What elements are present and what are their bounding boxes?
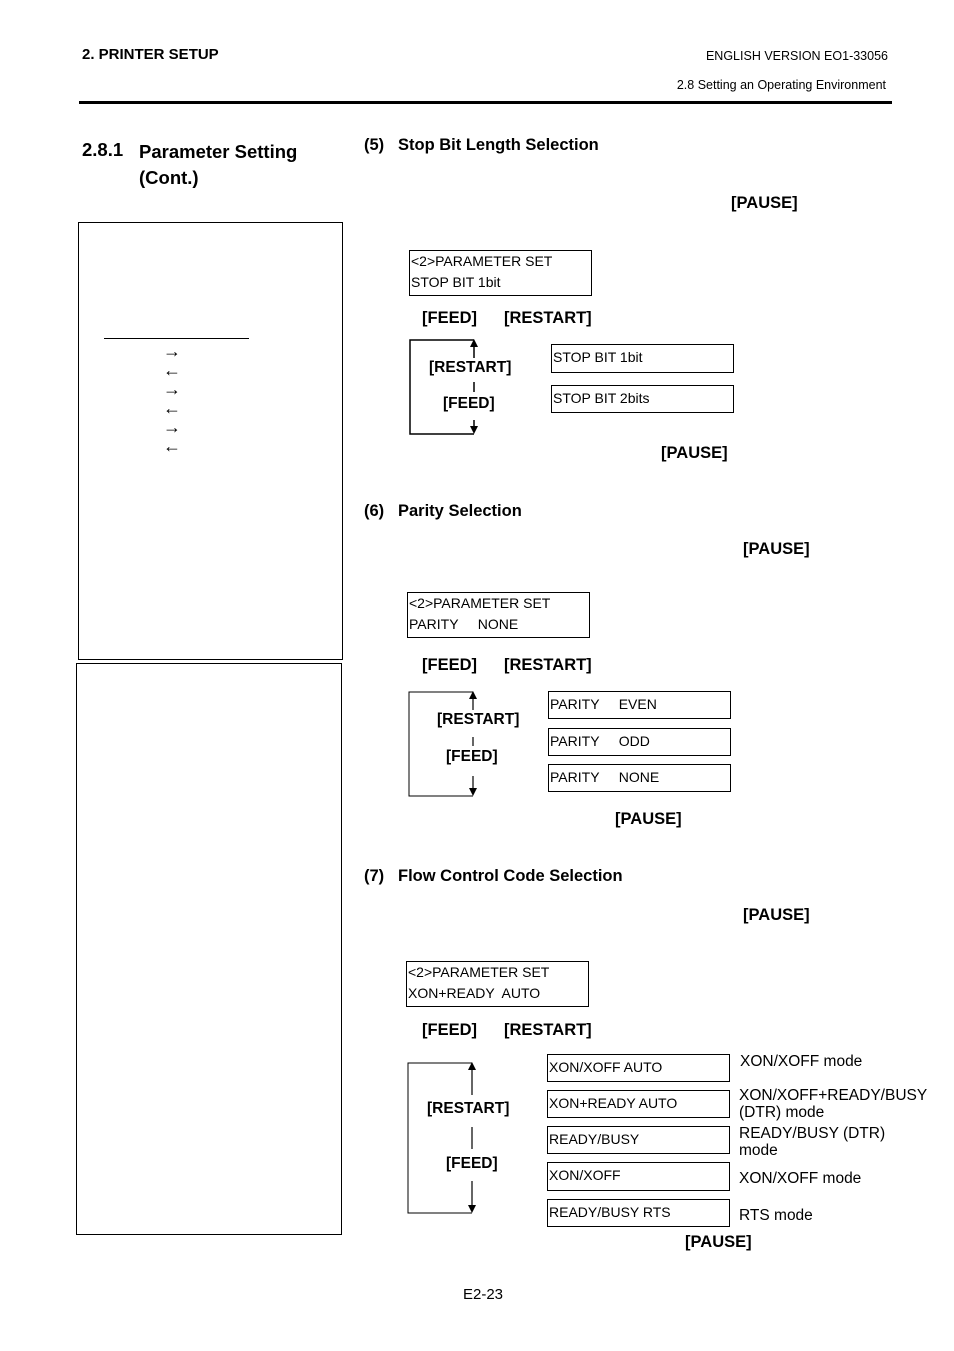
- loop-restart-label: [RESTART]: [427, 1100, 510, 1117]
- feed-key-label: [FEED]: [422, 1021, 477, 1039]
- option-description: READY/BUSY (DTR) mode: [739, 1125, 886, 1159]
- option-xon-xoff-auto: XON/XOFF AUTO: [547, 1054, 730, 1082]
- option-ready-busy-rts: READY/BUSY RTS: [547, 1199, 730, 1227]
- arrow-left-icon: ←: [163, 360, 181, 380]
- lcd-line-2: PARITY NONE: [409, 616, 519, 632]
- version-label: ENGLISH VERSION EO1-33056: [705, 49, 888, 63]
- option-description: XON/XOFF+READY/BUSY (DTR) mode: [739, 1087, 927, 1121]
- note-box-upper: → ← → ← → ←: [78, 222, 343, 660]
- lcd-line-1: <2>PARAMETER SET: [408, 964, 550, 980]
- chapter-title: 2. PRINTER SETUP: [82, 46, 219, 63]
- arrow-right-icon: →: [163, 379, 181, 399]
- pause-key-label: [PAUSE]: [743, 906, 810, 924]
- loop-restart-label: [RESTART]: [437, 711, 520, 728]
- restart-key-label: [RESTART]: [504, 309, 592, 327]
- restart-key-label: [RESTART]: [504, 656, 592, 674]
- flow-heading: Flow Control Code Selection: [398, 867, 623, 885]
- pause-key-label: [PAUSE]: [685, 1233, 752, 1251]
- page-number: E2-23: [463, 1286, 504, 1303]
- section-title: Parameter Setting (Cont.): [139, 141, 298, 188]
- note-box-lower: [76, 663, 342, 1235]
- stop-bit-heading: Stop Bit Length Selection: [398, 136, 599, 154]
- header-rule: [79, 101, 892, 104]
- option-stop-bit-2: STOP BIT 2bits: [551, 385, 734, 413]
- note-underline: [104, 338, 249, 339]
- cycle-loop-diagram: [409, 339, 478, 435]
- option-stop-bit-1: STOP BIT 1bit: [551, 344, 734, 373]
- lcd-display: <2>PARAMETER SET PARITY NONE: [407, 592, 590, 638]
- lcd-display: <2>PARAMETER SET STOP BIT 1bit: [409, 250, 592, 296]
- arrow-right-icon: →: [163, 417, 181, 437]
- loop-feed-label: [FEED]: [446, 1155, 498, 1172]
- lcd-line-2: STOP BIT 1bit: [411, 274, 501, 290]
- option-description: XON/XOFF mode: [740, 1053, 863, 1070]
- option-xon-xoff: XON/XOFF: [547, 1162, 730, 1191]
- feed-key-label: [FEED]: [422, 309, 477, 327]
- pause-key-label: [PAUSE]: [731, 194, 798, 212]
- pause-key-label: [PAUSE]: [615, 810, 682, 828]
- stop-bit-heading-number: (5): [364, 136, 385, 154]
- loop-feed-label: [FEED]: [446, 748, 498, 765]
- arrow-right-icon: →: [163, 341, 181, 361]
- loop-restart-label: [RESTART]: [429, 359, 512, 376]
- lcd-line-1: <2>PARAMETER SET: [409, 595, 551, 611]
- pause-key-label: [PAUSE]: [661, 444, 728, 462]
- cycle-loop-diagram: [407, 1062, 476, 1214]
- arrow-left-icon: ←: [163, 398, 181, 418]
- loop-feed-label: [FEED]: [443, 395, 495, 412]
- feed-key-label: [FEED]: [422, 656, 477, 674]
- lcd-line-2: XON+READY AUTO: [408, 985, 541, 1001]
- pause-key-label: [PAUSE]: [743, 540, 810, 558]
- option-parity-none: PARITY NONE: [548, 764, 731, 792]
- section-number: 2.8.1: [82, 139, 124, 160]
- lcd-line-1: <2>PARAMETER SET: [411, 253, 553, 269]
- option-xon-ready-auto: XON+READY AUTO: [547, 1090, 730, 1118]
- option-description: RTS mode: [739, 1207, 813, 1224]
- option-description: XON/XOFF mode: [739, 1170, 862, 1187]
- parity-heading: Parity Selection: [398, 502, 522, 520]
- option-parity-even: PARITY EVEN: [548, 691, 731, 719]
- restart-key-label: [RESTART]: [504, 1021, 592, 1039]
- cycle-loop-diagram: [408, 691, 477, 797]
- section-label: 2.8 Setting an Operating Environment: [676, 78, 886, 92]
- flow-heading-number: (7): [364, 867, 385, 885]
- option-parity-odd: PARITY ODD: [548, 728, 731, 756]
- option-ready-busy: READY/BUSY: [547, 1126, 730, 1154]
- parity-heading-number: (6): [364, 502, 385, 520]
- lcd-display: <2>PARAMETER SET XON+READY AUTO: [406, 961, 589, 1007]
- arrow-left-icon: ←: [163, 436, 181, 456]
